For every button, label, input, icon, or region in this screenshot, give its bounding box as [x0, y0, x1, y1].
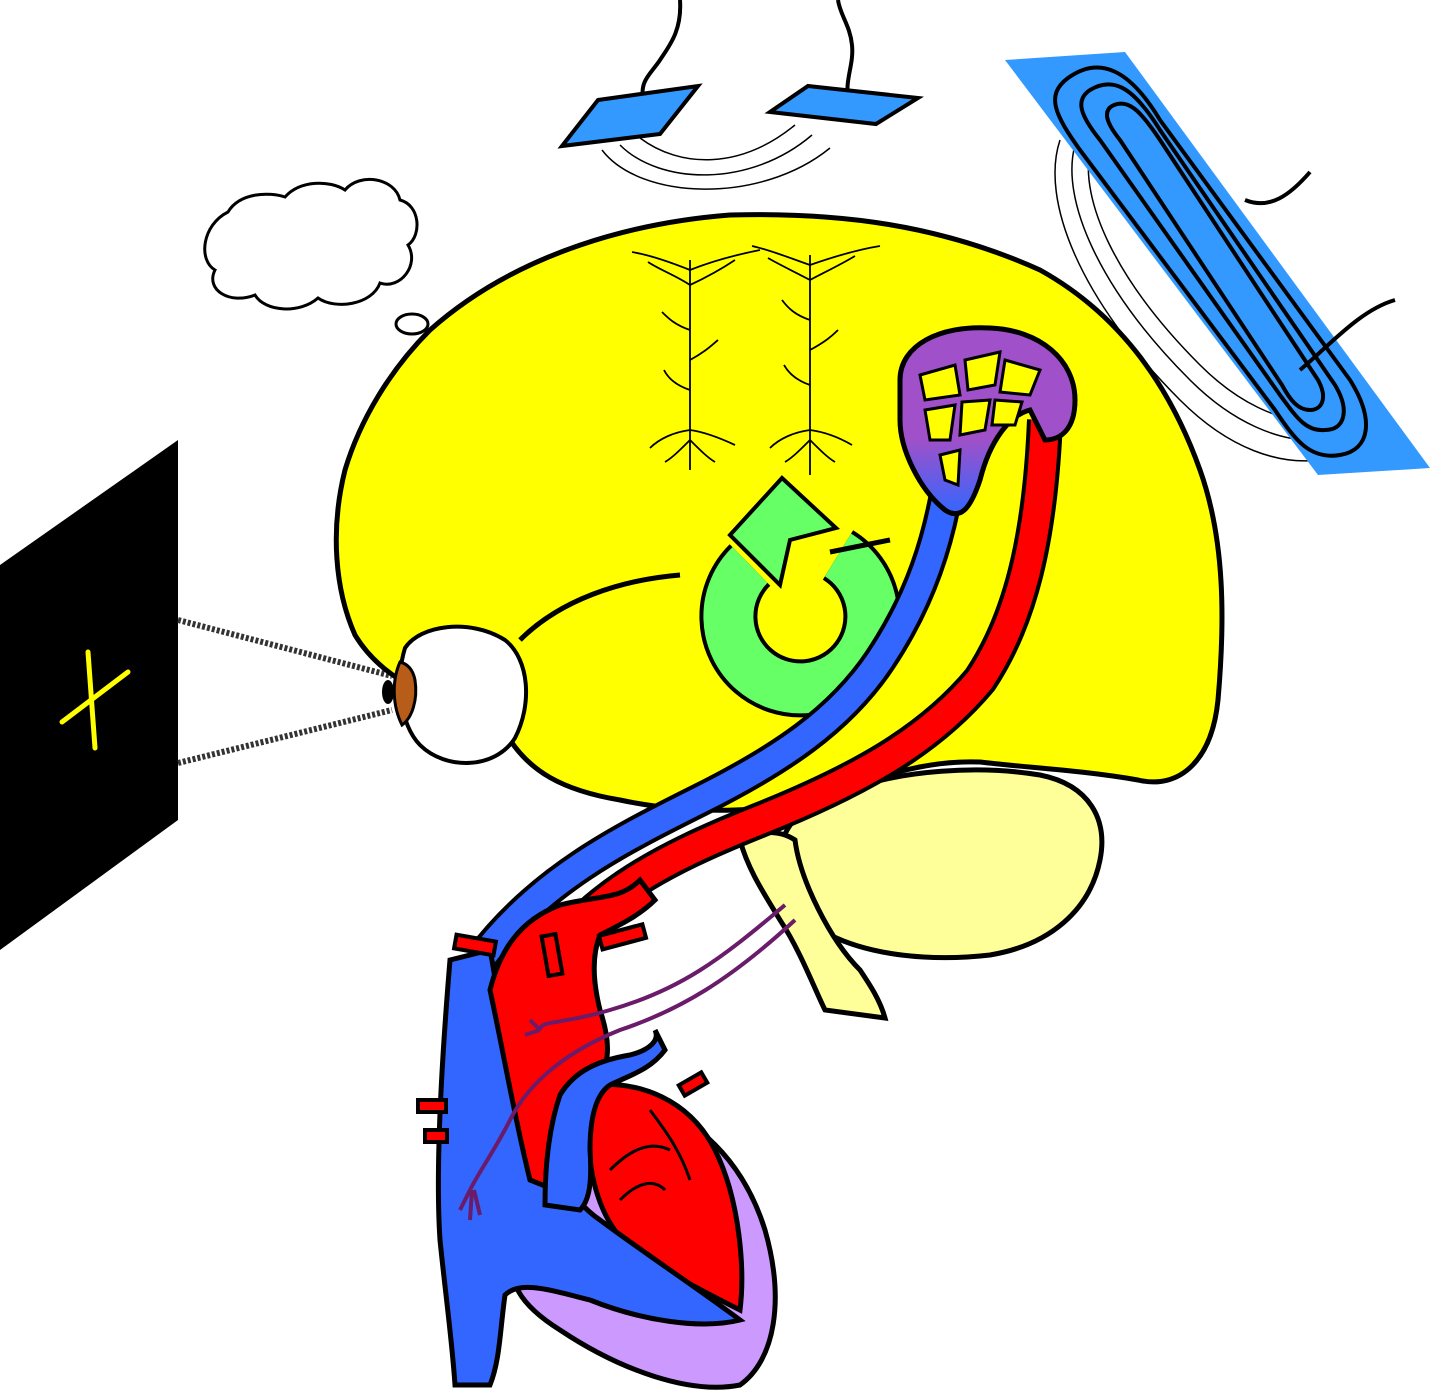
- neuron-right: [751, 245, 881, 475]
- gaze-lines: [177, 617, 393, 766]
- electrodes: [557, 0, 924, 190]
- cloud-bubble: [203, 177, 419, 311]
- pulmonary-trunk: [542, 1028, 668, 1213]
- vagus-nerve: [458, 903, 797, 1221]
- neuron-left: [631, 249, 761, 470]
- mri-coil: [1005, 52, 1430, 475]
- iris: [392, 660, 418, 728]
- thought-dot-large: [394, 312, 430, 336]
- brain: [333, 212, 1225, 1021]
- arch-branches: [416, 921, 710, 1144]
- coil-field-mid: [1071, 144, 1311, 441]
- coil-loops: [1053, 65, 1396, 458]
- heart: [416, 876, 778, 1390]
- fixation-screen: [0, 440, 178, 950]
- recurrent-arrow-icon: [699, 475, 902, 718]
- aorta: [487, 876, 659, 1194]
- field-arc-mid: [619, 134, 813, 176]
- pyramidal-neurons: [631, 245, 881, 475]
- eyeball: [398, 624, 529, 765]
- capillary-mesh: [918, 350, 1043, 488]
- lateral-sulcus: [518, 572, 681, 642]
- field-arc-outer: [601, 147, 831, 190]
- field-arc-inner: [639, 124, 796, 161]
- electrode-right-pad: [764, 83, 924, 127]
- fixation-cross-icon: [59, 649, 131, 751]
- electrode-left-wire: [640, 0, 683, 101]
- coil-field-outer: [1054, 139, 1321, 462]
- cerebral-vasculature: [466, 325, 1078, 999]
- coronary-lines: [608, 1109, 692, 1202]
- electrode-right-wire: [836, 0, 855, 101]
- electrode-left-pad: [557, 83, 703, 149]
- eye: [382, 624, 529, 765]
- pupil: [382, 680, 394, 704]
